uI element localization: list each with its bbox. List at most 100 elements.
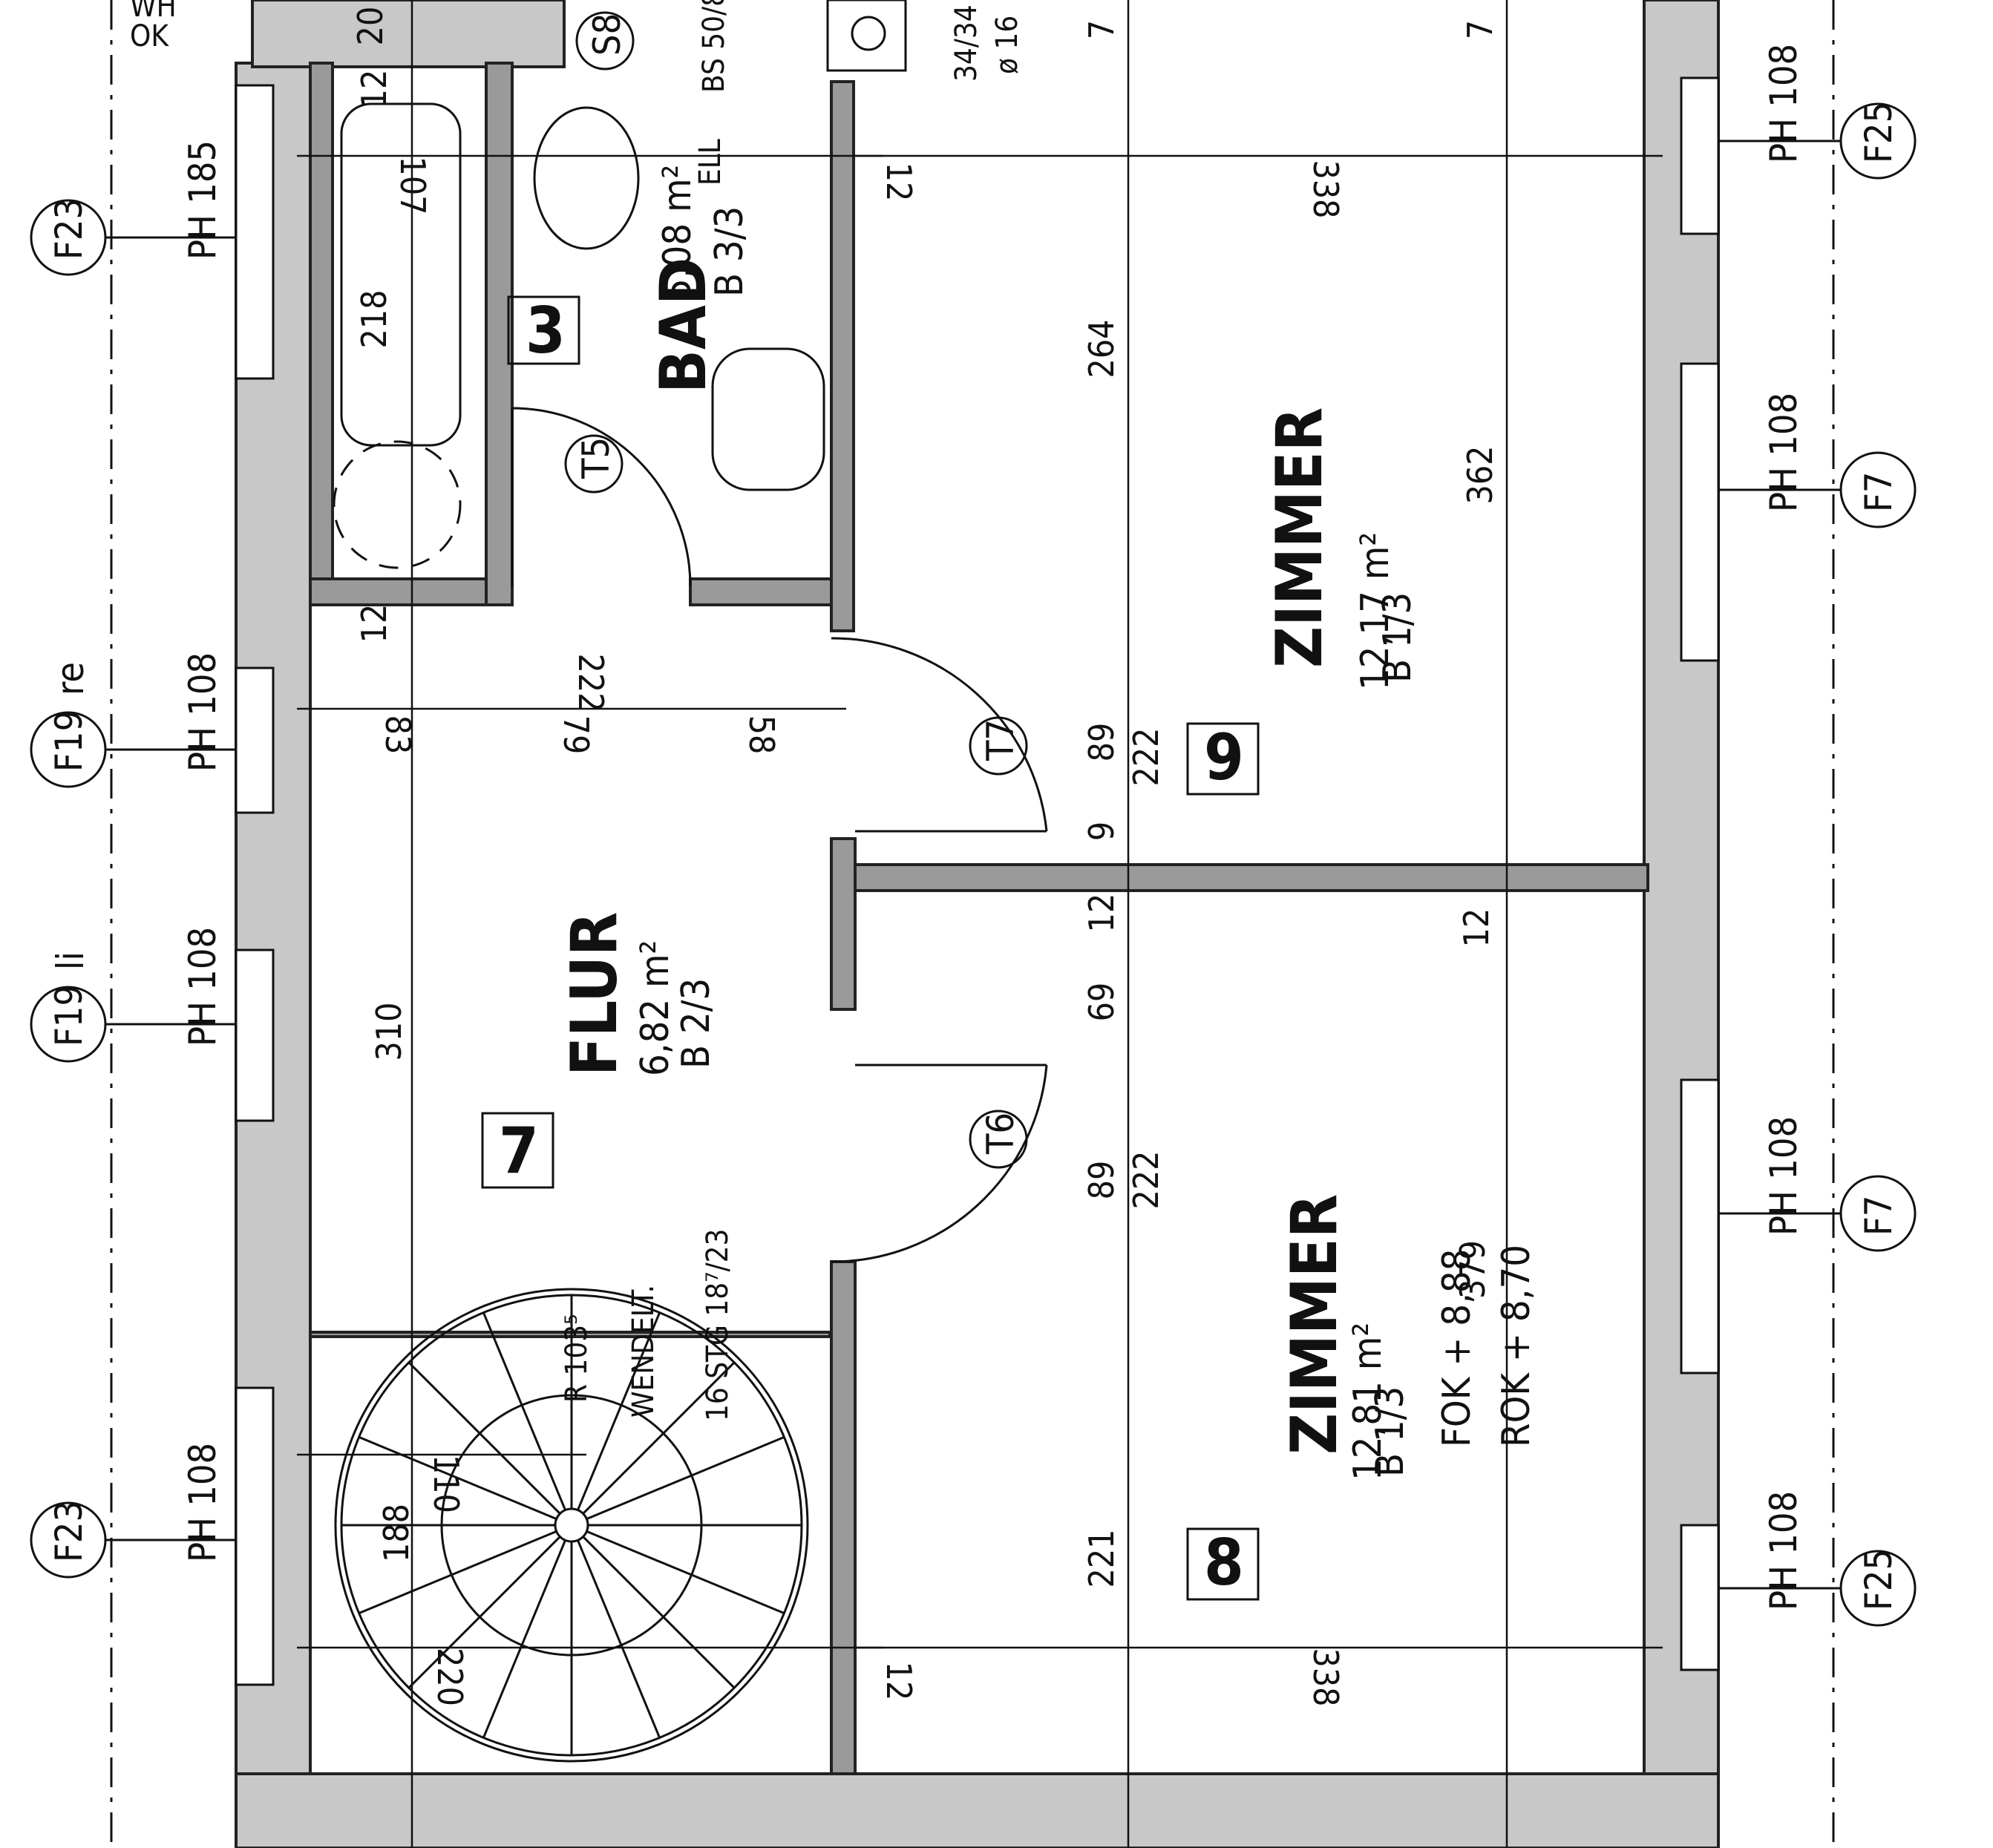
dimension-label-flur_79: 79 [556,715,596,755]
stair-tread [482,1312,566,1511]
dimension-label-bath_218: 218 [354,290,394,349]
window-tag-right-label: F25 [1857,1549,1900,1611]
room-8-number: 8 [1204,1526,1244,1600]
hall-wall-upper [830,837,857,1011]
stair-steps: 16 STG 18⁷/23 [701,1229,735,1421]
stair-tread [586,1530,785,1615]
room-3-number: 3 [526,294,566,368]
room-8-name: ZIMMER [1277,1194,1352,1455]
window-tag-right-label: F7 [1857,1196,1900,1236]
dimension-label-bath_20: 20 [350,7,390,46]
window-tag-left-label: F19 [48,710,91,772]
dimension-lines [297,0,1663,1848]
door-s8-tag [575,11,635,71]
ph-label-left: PH 108 [181,1443,224,1562]
dimension-label-z8_221: 221 [1081,1530,1122,1588]
room-7-name: FLUR [557,911,632,1076]
bathtub [340,102,462,447]
bad-ell-label: ELL [693,139,727,186]
window-tag-right-label: F7 [1857,472,1900,513]
ph-label-right: PH 108 [1762,1116,1805,1236]
bad-bs-label: BS 50/80/7 [697,0,731,93]
stair-wall-top [309,1331,831,1338]
bath-bottom-wall-left [309,577,512,606]
dimension-label-flur_222: 222 [571,654,611,712]
door-t5-swing [511,407,692,587]
dimension-label-bath_107: 107 [393,157,433,215]
chimney-size: 34/34 [949,4,984,82]
stair-tread [482,1539,566,1738]
dimension-label-mid_69: 69 [1081,983,1122,1022]
room-8-rok-extra: 379 [1453,1240,1493,1299]
dimension-label-mid_89b: 89 [1081,1161,1122,1200]
room-3-box [507,295,580,365]
dimension-label-flur_58: 58 [742,715,782,755]
ph-label-right: PH 108 [1762,1491,1805,1611]
stair-name: WENDELT. [626,1285,661,1418]
room-3-code: B 3/3 [707,206,752,297]
room-7-number: 7 [499,1114,539,1188]
room-3-area: 5,08 m² [655,165,700,301]
bath-bottom-wall-right [689,577,855,606]
dimension-label-z9_362: 362 [1460,446,1500,505]
wc [533,106,640,250]
stair-len-110: 110 [426,1455,466,1513]
room-8-area: 12,81 m² [1346,1323,1390,1481]
ph-label-left: PH 185 [181,140,224,260]
dimension-label-mid_222b: 222 [1126,1151,1166,1210]
dimension-label-z9_12: 12 [879,163,919,202]
chimney [826,0,907,72]
window-tag-left-label: F23 [48,198,91,260]
top-partial-label-1: WH [130,0,177,24]
stair-tread [582,1536,736,1689]
room-7-code: B 2/3 [674,978,719,1069]
ph-label-left: PH 108 [181,652,224,772]
stair-tread [577,1539,661,1738]
stair-tread [359,1435,557,1520]
spiral-staircase [334,1288,809,1763]
top-wall-strip [251,0,566,68]
stair-tread [577,1312,661,1511]
ph-label-left: PH 108 [181,927,224,1046]
window-tag-left-label: F19 [48,985,91,1046]
door-t7-tag [969,716,1028,776]
chimney-diameter: ø 16 [990,16,1024,74]
room-9-box [1186,722,1260,796]
ph-label-right: PH 108 [1762,44,1805,163]
stair-tread [359,1530,557,1615]
window-tag-right-label: F25 [1857,102,1900,163]
dimension-label-bath_12a: 12 [354,70,394,109]
room-8-fok: FOK + 8,88 [1435,1249,1479,1447]
dimension-label-z9_7a: 7 [1081,20,1122,39]
dimension-label-flur_83: 83 [378,715,418,755]
room-9-code: B 1/3 [1375,592,1420,683]
rooms-divider-wall [830,863,1649,892]
stair-tread [408,1536,561,1689]
dimension-label-mid_9: 9 [1081,822,1122,841]
door-s8-label: S8 [586,13,629,56]
dimension-label-mid_222a: 222 [1126,728,1166,787]
right-windows [1680,76,1720,1671]
dimension-label-z9_338: 338 [1306,160,1346,219]
door-t6-label: T6 [979,1113,1022,1155]
left-windows [235,84,275,1686]
bath-left-wall [309,62,334,606]
room-7-box [481,1112,554,1189]
door-t5-label: T5 [575,437,618,479]
window-tag-suffix: re [49,662,92,695]
room-7-area: 6,82 m² [633,940,678,1076]
stair-tread [582,1361,736,1515]
top-partial-label-2: OK [130,19,169,53]
dimension-label-flur_310: 310 [369,1003,409,1061]
ph-label-right: PH 108 [1762,393,1805,512]
stair-tread [408,1361,561,1515]
dimension-label-z9_264: 264 [1081,320,1122,379]
stair-len-188: 188 [376,1504,416,1562]
dimension-label-mid_12r: 12 [1456,908,1496,948]
door-t6-tag [969,1110,1028,1169]
door-t7-swing [831,637,1048,832]
room-8-rok: ROK + 8,70 [1494,1245,1539,1447]
shower-circle [333,440,462,569]
dimension-label-z8_12: 12 [879,1662,919,1701]
